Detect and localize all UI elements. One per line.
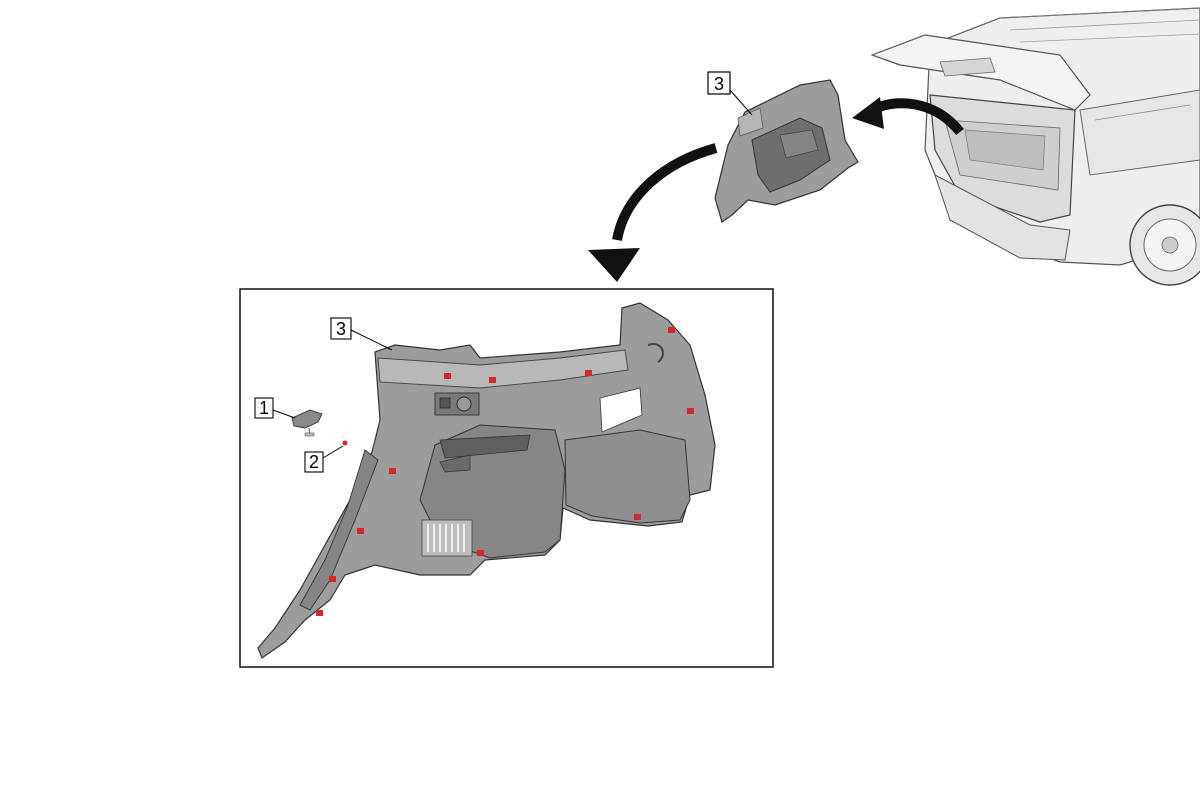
panel-callout: 3 xyxy=(330,317,393,351)
removed-trim-panel xyxy=(714,79,859,223)
callout-number: 3 xyxy=(714,74,724,94)
trim-clips xyxy=(316,327,694,616)
curved-arrow-icon xyxy=(588,143,718,282)
callout-number: 2 xyxy=(309,452,319,472)
clip-bracket-part xyxy=(291,409,323,437)
callout-number: 1 xyxy=(259,398,269,418)
power-outlet xyxy=(434,392,480,416)
rear-quarter-trim-panel xyxy=(257,302,716,659)
clip-callout: 1 xyxy=(254,397,296,419)
callout-number: 3 xyxy=(336,319,346,339)
screw-callout: 2 xyxy=(304,445,344,473)
screw-part xyxy=(342,440,348,446)
vehicle-illustration xyxy=(870,7,1200,286)
curved-arrow-icon xyxy=(852,97,964,136)
speaker-grille xyxy=(421,519,473,557)
top-panel-callout: 3 xyxy=(707,71,753,116)
detail-view-box: 1 2 3 xyxy=(239,288,774,668)
